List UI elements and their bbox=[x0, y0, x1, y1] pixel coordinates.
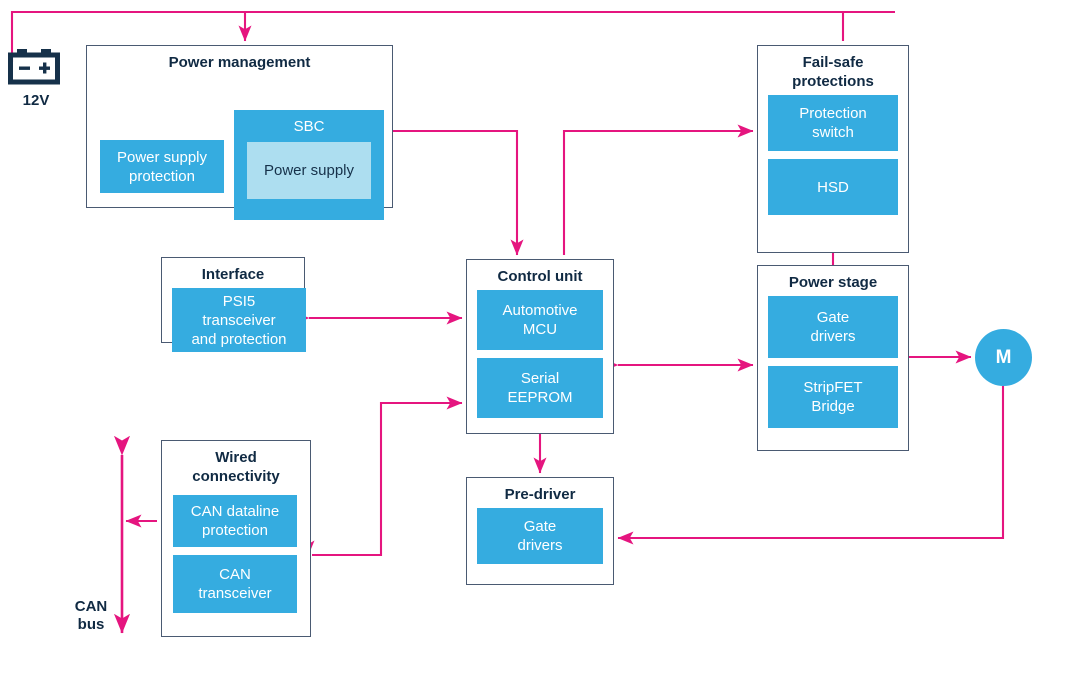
block-power-supply-label: Power supply bbox=[263, 162, 355, 179]
wire-supply-rail bbox=[10, 10, 895, 62]
block-power-stage-gate-drivers[interactable]: Gate drivers bbox=[768, 296, 898, 358]
block-hsd-label: HSD bbox=[817, 178, 849, 196]
power-stage-title: Power stage bbox=[788, 274, 878, 291]
wired-connectivity-title: Wired connectivity bbox=[192, 449, 280, 485]
can-bus-label: CAN bus bbox=[74, 598, 108, 633]
block-psi5-transceiver-label: PSI5 transceiver and protection bbox=[191, 292, 287, 348]
block-protection-switch-label: Protection switch bbox=[799, 105, 867, 141]
block-can-dataline-protection-label: CAN dataline protection bbox=[190, 503, 280, 539]
group-interface[interactable]: Interface PSI5 transceiver and protectio… bbox=[161, 257, 306, 352]
block-power-supply-protection[interactable]: Power supply protection bbox=[100, 140, 224, 193]
wire-control-unit-to-fail-safe bbox=[562, 124, 754, 255]
group-power-management[interactable]: Power management Power supply protection… bbox=[86, 45, 393, 220]
motor-node[interactable]: M bbox=[975, 329, 1032, 386]
sbc-label: SBC bbox=[293, 118, 325, 135]
group-power-stage[interactable]: Power stage Gate drivers StripFET Bridge bbox=[757, 265, 909, 451]
block-hsd[interactable]: HSD bbox=[768, 159, 898, 215]
block-pre-driver-gate-drivers[interactable]: Gate drivers bbox=[477, 508, 603, 564]
motor-label: M bbox=[995, 346, 1012, 368]
block-stripfet-bridge[interactable]: StripFET Bridge bbox=[768, 366, 898, 428]
block-sbc[interactable]: SBC Power supply bbox=[234, 110, 384, 220]
block-protection-switch[interactable]: Protection switch bbox=[768, 95, 898, 151]
block-can-transceiver[interactable]: CAN transceiver bbox=[173, 555, 297, 613]
block-can-dataline-protection[interactable]: CAN dataline protection bbox=[173, 495, 297, 547]
battery-voltage-label: 12V bbox=[22, 92, 50, 109]
group-pre-driver[interactable]: Pre-driver Gate drivers bbox=[466, 477, 614, 585]
block-serial-eeprom-label: Serial EEPROM bbox=[507, 370, 573, 406]
block-power-stage-gate-drivers-label: Gate drivers bbox=[810, 309, 856, 345]
block-serial-eeprom[interactable]: Serial EEPROM bbox=[477, 358, 603, 418]
group-control-unit[interactable]: Control unit Automotive MCU Serial EEPRO… bbox=[466, 259, 614, 434]
wire-motor-to-pre-driver bbox=[617, 386, 1005, 545]
group-fail-safe-protections[interactable]: Fail-safe protections Protection switch … bbox=[757, 45, 909, 253]
battery-icon bbox=[8, 49, 60, 85]
pre-driver-title: Pre-driver bbox=[504, 486, 576, 503]
block-automotive-mcu[interactable]: Automotive MCU bbox=[477, 290, 603, 350]
wire-wired-connectivity-to-control-unit bbox=[312, 396, 463, 557]
block-stripfet-bridge-label: StripFET Bridge bbox=[803, 379, 863, 415]
block-power-supply[interactable]: Power supply bbox=[247, 142, 371, 199]
power-management-title: Power management bbox=[168, 54, 311, 71]
block-power-supply-protection-label: Power supply protection bbox=[116, 148, 208, 185]
block-psi5-transceiver[interactable]: PSI5 transceiver and protection bbox=[172, 288, 306, 352]
wire-power-management-to-control-unit bbox=[393, 129, 524, 256]
control-unit-title: Control unit bbox=[497, 268, 583, 285]
interface-title: Interface bbox=[201, 266, 265, 283]
block-automotive-mcu-label: Automotive MCU bbox=[502, 302, 578, 338]
block-pre-driver-gate-drivers-label: Gate drivers bbox=[517, 518, 563, 554]
group-wired-connectivity[interactable]: Wired connectivity CAN dataline protecti… bbox=[161, 440, 311, 637]
fail-safe-title: Fail-safe protections bbox=[792, 54, 874, 90]
block-can-transceiver-label: CAN transceiver bbox=[198, 566, 272, 602]
